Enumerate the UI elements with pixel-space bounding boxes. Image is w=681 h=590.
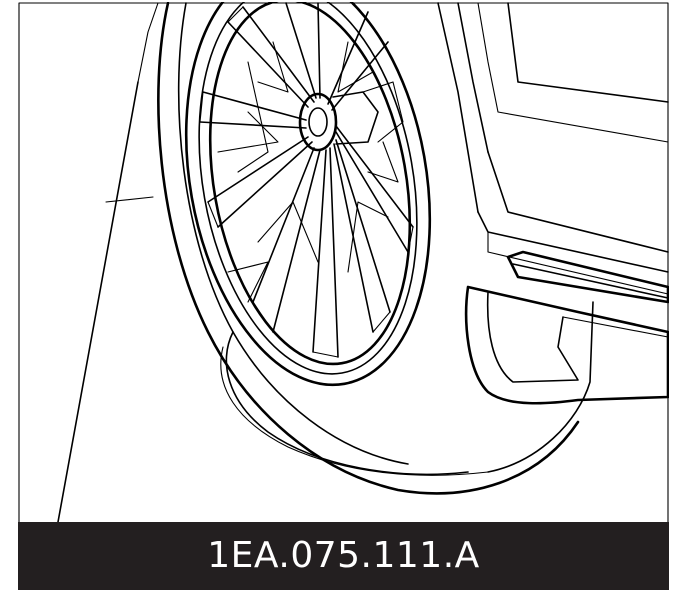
brake-caliper — [362, 81, 404, 143]
part-number-label: 1EA.075.111.A — [207, 535, 480, 576]
rim-lip — [198, 2, 418, 375]
tire-tread-inner — [220, 346, 489, 476]
tire-rear-edge — [487, 301, 594, 473]
body-sill-lower — [487, 231, 669, 295]
body-window-line — [477, 2, 669, 143]
step-rail — [506, 250, 669, 304]
part-number-bar: 1EA.075.111.A — [18, 522, 669, 590]
wheel-illustration — [18, 2, 669, 524]
fender-left-edge — [137, 2, 159, 83]
hub-cap — [308, 107, 328, 137]
ground-line — [57, 81, 139, 523]
spoke-facets — [199, 6, 414, 358]
tire-sidewall-line — [177, 2, 409, 465]
mud-flap-inner — [486, 291, 579, 383]
tire-tread-curve — [225, 331, 469, 476]
ground-edge — [105, 196, 154, 203]
body-panel-edge — [437, 2, 479, 213]
body-window-frame — [507, 2, 669, 103]
wheel-spokes — [199, 2, 414, 358]
mud-flap-fold — [562, 316, 669, 338]
step-rail-inner — [512, 263, 669, 299]
tire-outer-edge — [157, 2, 580, 495]
hub-center — [298, 92, 338, 152]
body-panel-inner — [457, 2, 489, 153]
rim-inner — [208, 2, 412, 366]
wheel-line-drawing — [18, 2, 669, 524]
body-sill-top — [487, 151, 669, 253]
mud-flap — [464, 285, 669, 405]
hub-mount — [332, 91, 379, 145]
rim-outer — [184, 2, 432, 387]
